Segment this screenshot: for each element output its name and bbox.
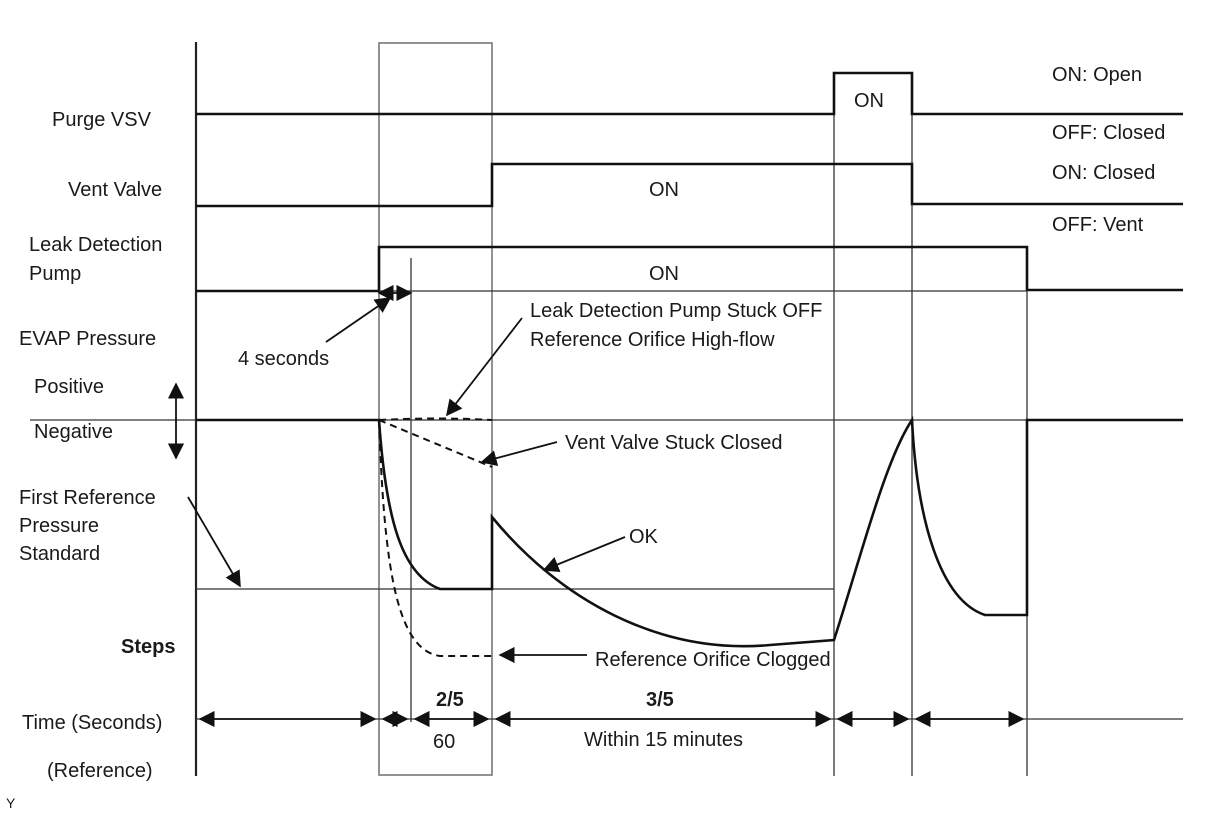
time-60: 60 [433,731,455,753]
ok-pointer [542,536,626,573]
label-vent-valve: Vent Valve [68,179,162,201]
purge-pulse-on: ON [854,90,884,112]
state-vent-on: ON: Closed [1052,162,1155,184]
label-purge-vsv: Purge VSV [52,109,152,131]
label-negative: Negative [34,421,113,443]
label-first-ref-2: Pressure [19,515,99,537]
annotation-ok: OK [629,526,659,548]
orifice-clogged-dashed [378,419,492,657]
stuck-off-pointer [446,317,523,417]
annotation-vent-stuck: Vent Valve Stuck Closed [565,432,783,454]
label-leak-pump-1: Leak Detection [29,234,162,256]
label-time-seconds: Time (Seconds) [22,712,162,734]
vent-stuck-pointer [480,441,558,467]
label-first-ref-3: Standard [19,543,100,565]
evap-pressure-ok-trace [196,416,1183,648]
pump-pulse-on: ON [649,263,679,285]
label-positive: Positive [34,376,104,398]
step-2-of-5: 2/5 [436,689,464,711]
label-first-ref-1: First Reference [19,487,156,509]
annotation-orifice-clogged: Reference Orifice Clogged [595,649,831,671]
annotation-stuck-off-2: Reference Orifice High-flow [530,329,775,351]
annotation-stuck-off-1: Leak Detection Pump Stuck OFF [530,300,822,322]
corner-mark: Y [6,795,16,811]
four-seconds-pointer [325,297,392,343]
label-reference: (Reference) [47,760,153,782]
stuck-off-dashed [378,417,493,421]
label-evap-pressure: EVAP Pressure [19,328,156,350]
annotation-four-seconds: 4 seconds [238,348,329,370]
step-2-box [378,42,493,776]
state-purge-on: ON: Open [1052,64,1142,86]
state-purge-off: OFF: Closed [1052,122,1165,144]
vent-stuck-dashed [378,419,493,468]
vent-pulse-on: ON [649,179,679,201]
step-3-of-5: 3/5 [646,689,674,711]
vent-valve-signal [196,162,1183,208]
first-reference-pointer [187,496,241,588]
label-leak-pump-2: Pump [29,263,81,285]
purge-vsv-signal [196,71,1183,116]
label-steps: Steps [121,636,175,658]
time-within-15-minutes: Within 15 minutes [584,729,743,751]
leak-pump-signal [196,245,1183,293]
state-vent-off: OFF: Vent [1052,214,1144,236]
